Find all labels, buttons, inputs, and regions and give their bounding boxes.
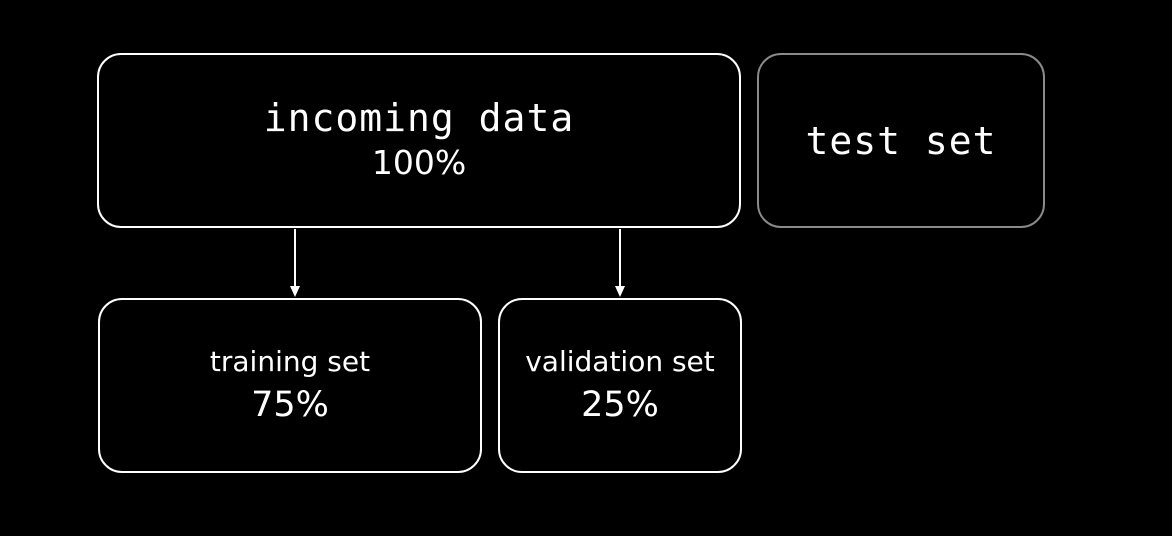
training-set-percent: 75%	[251, 384, 329, 425]
test-set-label: test set	[805, 118, 997, 163]
incoming-data-percent: 100%	[371, 142, 467, 182]
incoming-data-label: incoming data	[263, 95, 575, 140]
arrow-to-validation-head	[615, 286, 625, 297]
validation-set-box: validation set 25%	[498, 298, 742, 473]
arrow-to-training-head	[290, 286, 300, 297]
training-set-box: training set 75%	[98, 298, 482, 473]
test-set-box: test set	[757, 53, 1045, 228]
incoming-data-box: incoming data 100%	[97, 53, 741, 228]
training-set-label: training set	[209, 344, 371, 378]
validation-set-label: validation set	[525, 344, 715, 378]
validation-set-percent: 25%	[581, 384, 659, 425]
